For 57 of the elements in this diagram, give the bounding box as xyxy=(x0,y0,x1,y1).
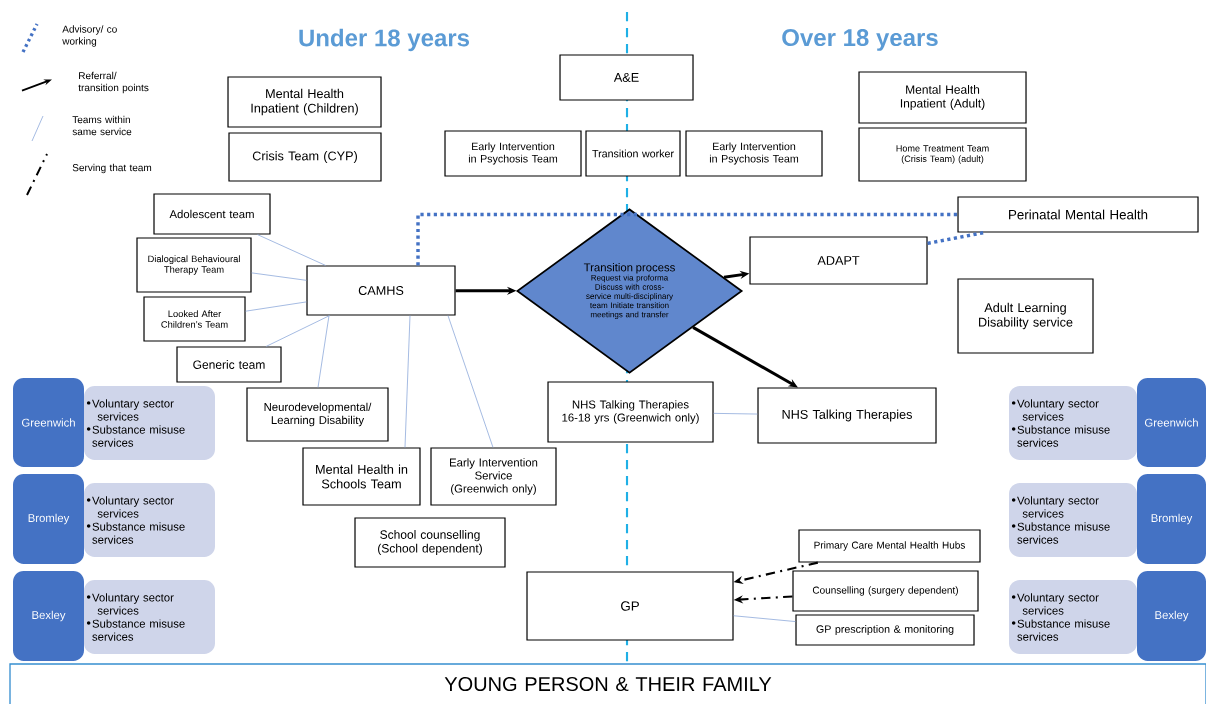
service-box: Early Intervention in Psychosis Team xyxy=(685,130,823,177)
section-title: Under 18 years xyxy=(299,28,470,52)
service-box: Mental Health Inpatient (Adult) xyxy=(858,71,1027,124)
connector-line xyxy=(251,272,307,281)
section-title: Over 18 years xyxy=(782,29,938,51)
connector-line xyxy=(447,315,494,448)
service-box: GP prescription & monitoring xyxy=(795,614,975,646)
services-panel: Voluntary sector services Substance misuse services xyxy=(84,580,215,654)
connector-line xyxy=(713,412,758,415)
service-box: Counselling (surgery dependent) xyxy=(792,570,979,612)
service-box: Neurodevelopmental/ Learning Disability xyxy=(246,387,389,442)
connector-line xyxy=(733,615,796,622)
service-box: Early Intervention Service (Greenwich only) xyxy=(430,447,557,506)
dotted-connector xyxy=(927,230,985,246)
service-box: Home Treatment Team (Crisis Team) (adult) xyxy=(858,127,1027,182)
service-box: CAMHS xyxy=(306,265,456,316)
service-box: Early Intervention in Psychosis Team xyxy=(444,130,582,177)
arrow xyxy=(692,326,798,388)
service-box: Adult Learning Disability service xyxy=(957,278,1094,354)
service-box: School counselling (School dependent) xyxy=(354,517,506,568)
connector-line xyxy=(317,315,330,388)
legend-text: Referral/ transition points xyxy=(78,71,149,94)
service-box: GP xyxy=(526,571,734,641)
service-box: Adolescent team xyxy=(153,193,271,235)
service-box: Transition worker xyxy=(585,130,681,177)
services-panel: Voluntary sector services Substance misuse services xyxy=(1009,483,1137,557)
service-box: Dialogical Behavioural Therapy Team xyxy=(136,237,252,293)
borough-box: Bexley xyxy=(1137,571,1206,661)
legend-text: Serving that team xyxy=(72,163,152,174)
legend-text: Teams within same service xyxy=(72,115,132,136)
services-panel: Voluntary sector services Substance misuse services xyxy=(1009,386,1137,460)
services-panel: Voluntary sector services Substance misuse services xyxy=(84,483,215,557)
service-box: NHS Talking Therapies xyxy=(757,387,937,444)
borough-box: Greenwich xyxy=(13,378,84,467)
base-band: YOUNG PERSON & THEIR FAMILY xyxy=(9,663,1206,704)
service-box: Crisis Team (CYP) xyxy=(228,132,382,182)
borough-box: Greenwich xyxy=(1137,378,1206,467)
service-box: A&E xyxy=(559,54,694,101)
service-box: NHS Talking Therapies 16-18 yrs (Greenwich only) xyxy=(547,381,714,443)
service-box: Perinatal Mental Health xyxy=(957,196,1199,233)
service-box: Mental Health in Schools Team xyxy=(302,447,421,506)
connector-line xyxy=(245,301,307,312)
borough-box: Bexley xyxy=(13,571,84,661)
legend-text: Advisory/ co working xyxy=(62,25,117,47)
connector-line xyxy=(257,234,326,266)
services-panel: Voluntary sector services Substance misuse services xyxy=(1009,580,1137,654)
borough-box: Bromley xyxy=(13,474,84,564)
service-box: Looked After Children’s Team xyxy=(143,296,246,342)
services-panel: Voluntary sector services Substance misuse services xyxy=(84,386,215,460)
connector-line xyxy=(404,315,411,448)
connector-line xyxy=(265,315,330,347)
service-box: Primary Care Mental Health Hubs xyxy=(798,529,981,563)
service-box: Mental Health Inpatient (Children) xyxy=(227,76,382,128)
service-box: ADAPT xyxy=(749,236,928,285)
dotted-connector xyxy=(416,212,958,266)
borough-box: Bromley xyxy=(1137,474,1206,564)
service-box: Generic team xyxy=(176,346,282,383)
